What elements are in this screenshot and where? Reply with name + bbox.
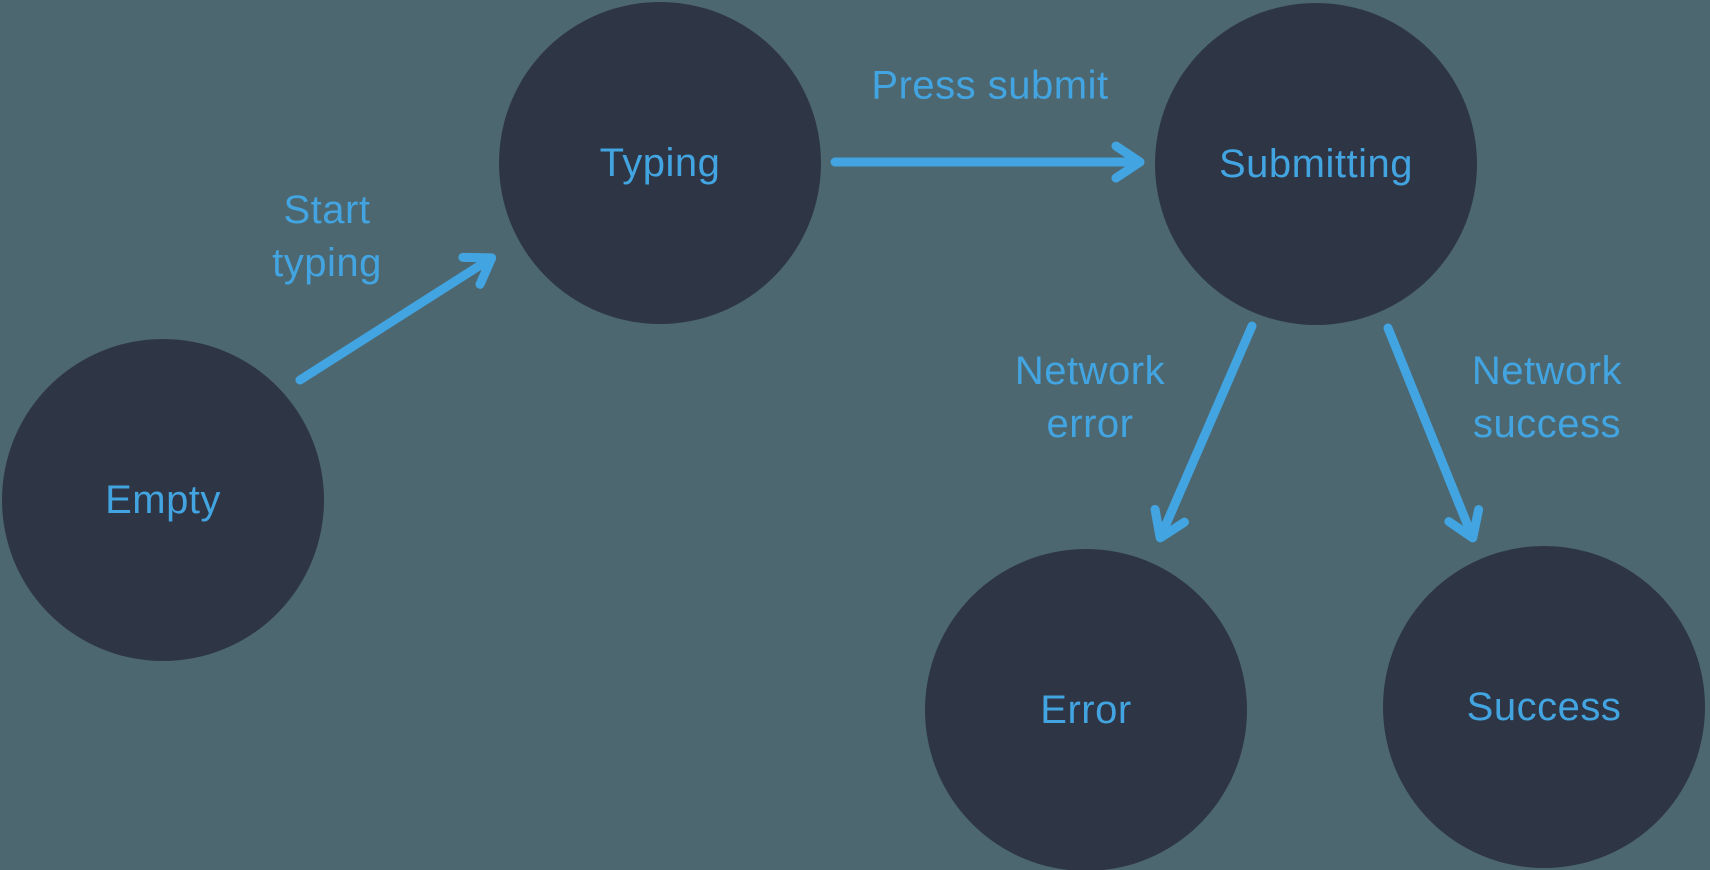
state-label-error: Error xyxy=(1040,687,1132,732)
state-label-submitting: Submitting xyxy=(1219,141,1413,186)
transition-label-network-error: Network error xyxy=(1014,349,1166,446)
transition-label-network-success: Network success xyxy=(1471,349,1623,446)
state-label-success: Success xyxy=(1466,684,1622,729)
transition-label-start-typing: Start typing xyxy=(272,188,382,285)
arrow-start-typing xyxy=(295,252,497,385)
state-node-error: Error xyxy=(925,549,1247,870)
transition-label-press-submit: Press submit xyxy=(871,63,1109,108)
state-node-submitting: Submitting xyxy=(1155,3,1477,325)
state-node-success: Success xyxy=(1383,546,1705,868)
state-label-typing: Typing xyxy=(599,140,721,185)
arrow-network-success xyxy=(1383,323,1484,543)
state-node-typing: Typing xyxy=(499,2,821,324)
state-node-empty: Empty xyxy=(2,339,324,661)
state-label-empty: Empty xyxy=(105,477,221,522)
arrow-network-error xyxy=(1150,321,1257,543)
